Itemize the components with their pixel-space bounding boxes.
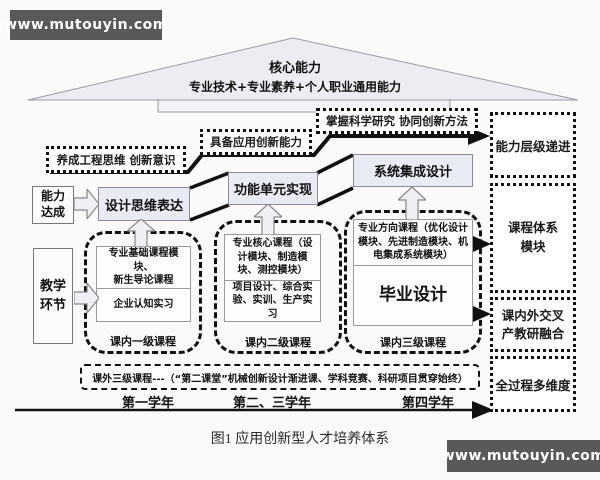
year-2-3-label: 第二、三学年	[232, 396, 311, 411]
ability-attainment-box: 能力 达成	[32, 186, 74, 224]
outcome-research-box: 掌握科学研究 协同创新方法	[316, 108, 478, 134]
stair-diagonal	[189, 203, 230, 222]
course-basic-modules-box: 专业基础课程模块、 新生导论课程	[96, 246, 191, 289]
stair-diagonal	[189, 171, 230, 190]
course-group-2-label: 课内二级课程	[245, 336, 311, 349]
watermark-top: www.mutouyin.com	[4, 10, 167, 40]
outcome-innovation-box: 具备应用创新能力	[200, 129, 312, 155]
level1-design-thinking-box: 设计思维表达	[98, 187, 190, 221]
course-direction-modules-box: 专业方向课程（优化设计模块、先进制造模块、机电集成系统模块）	[353, 219, 473, 266]
extracurricular-box: 课外三级课程---（“第二课堂”机械创新设计渐进课、学科竞赛、科研项目贯穿始终）	[80, 364, 480, 390]
level3-system-integration-box: 系统集成设计	[353, 154, 473, 187]
up-arrow-level3	[398, 187, 426, 220]
right-arrow-head	[473, 236, 491, 252]
right-whole-process-box: 全过程多维度	[490, 356, 576, 412]
roof-title: 核心能力	[268, 60, 321, 76]
outcome-engineering-box: 养成工程思维 创新意识	[46, 146, 186, 173]
right-arrow-ability	[74, 189, 99, 219]
stair-diagonal	[316, 186, 354, 207]
right-integration-box: 课内外交叉 产教研融合	[490, 297, 576, 352]
up-arrow-level2	[254, 204, 282, 235]
course-group-2	[214, 220, 342, 354]
figure-caption: 图1 应用创新型人才培养体系	[210, 432, 390, 447]
level2-function-unit-box: 功能单元实现	[228, 172, 318, 205]
right-capability-progression-box: 能力层级递进	[490, 112, 576, 178]
course-project-practice-box: 项目设计、综合实验、实训、生产实习	[224, 280, 321, 322]
timeline-arrow-head	[472, 401, 494, 419]
course-group-1-label: 课内一级课程	[110, 335, 176, 348]
graduation-design-box: 毕业设计	[353, 265, 473, 326]
teaching-links-box: 教学 环节	[33, 248, 73, 344]
course-core-modules-box: 专业核心课程（设计模块、制造模块、测控模块）	[224, 234, 321, 281]
watermark-bottom: www.mutouyin.com	[442, 440, 600, 472]
right-arrow-teaching	[74, 283, 99, 313]
right-arrow-head	[473, 306, 491, 322]
course-enterprise-internship-box: 企业认知实习	[96, 288, 191, 322]
up-arrow-level1	[127, 219, 155, 247]
stair-diagonal	[316, 153, 354, 175]
course-group-3-label: 课内三级课程	[380, 336, 446, 349]
right-curriculum-modules-box: 课程体系 模块	[490, 183, 576, 293]
year-4-label: 第四学年	[401, 396, 454, 411]
roof-subtitle: 专业技术+专业素养+个人职业通用能力	[188, 79, 402, 94]
year-1-label: 第一学年	[121, 396, 174, 411]
